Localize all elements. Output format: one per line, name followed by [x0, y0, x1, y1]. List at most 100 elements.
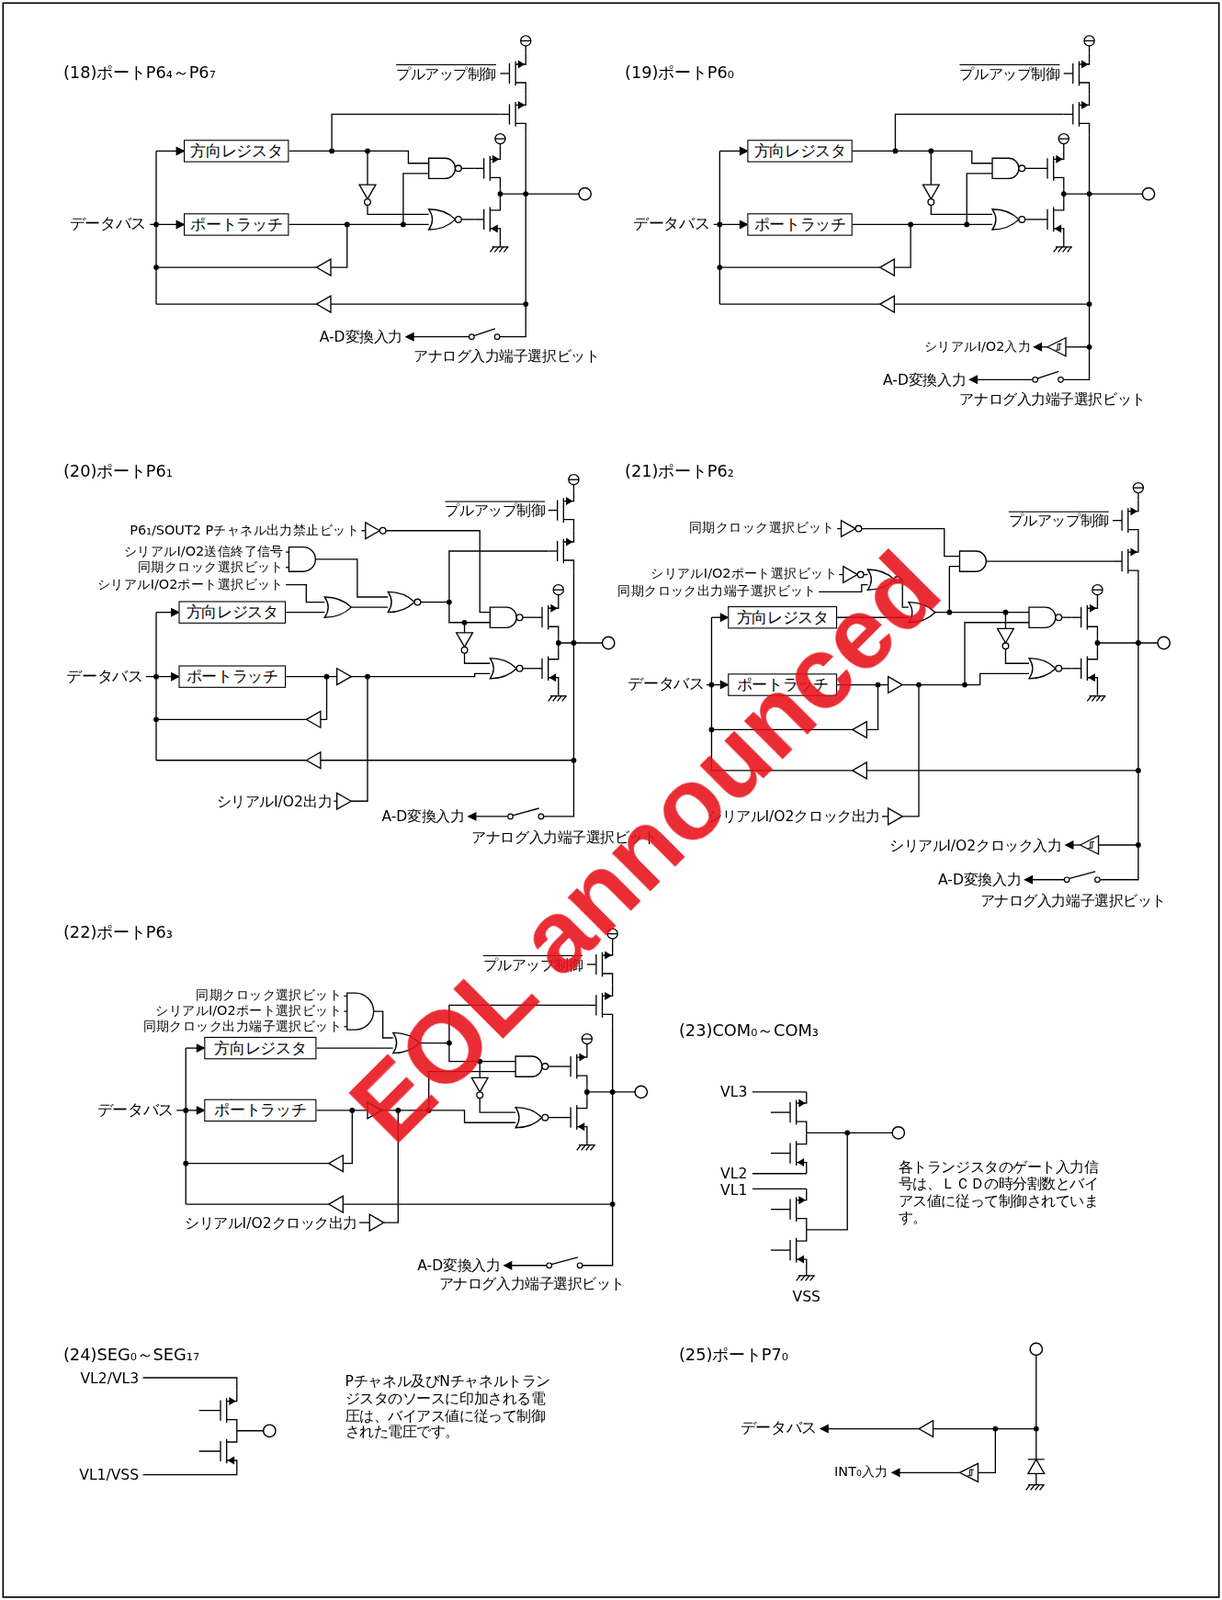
pin-terminal: [1142, 187, 1155, 200]
arrowhead: [171, 673, 180, 681]
wire: [288, 150, 429, 163]
junction-dot: [153, 264, 159, 271]
mos-arrow: [518, 101, 524, 109]
wire: [237, 1430, 264, 1432]
signal-label: シリアルI/O2出力: [216, 792, 332, 810]
wire: [1072, 103, 1074, 125]
junction-dot: [153, 222, 159, 228]
wire: [320, 677, 328, 721]
schmitt-trigger: [1080, 836, 1099, 855]
wire: [1099, 581, 1139, 880]
wire: [483, 209, 485, 230]
voltage-label: VL2: [720, 1165, 747, 1183]
wire: [461, 218, 475, 220]
wire: [330, 224, 348, 268]
wire: [406, 336, 469, 338]
wire: [1038, 218, 1048, 220]
junction-dot: [709, 682, 715, 689]
wire: [1084, 40, 1095, 42]
buffer: [922, 184, 940, 200]
wire: [464, 653, 491, 664]
mos-arrow: [493, 156, 499, 163]
mos-arrow: [551, 605, 557, 612]
wire: [561, 1065, 571, 1067]
wire: [1053, 177, 1064, 189]
wire: [420, 601, 450, 603]
wire: [475, 168, 485, 170]
wire: [1088, 45, 1090, 54]
logic-gate: [515, 1108, 543, 1129]
register-box: 方向レジスタ: [746, 139, 852, 162]
wire: [752, 1173, 807, 1175]
wire: [1053, 199, 1064, 211]
junction-dot: [153, 716, 159, 723]
logic-gate: [489, 658, 517, 679]
mos-arrow: [578, 1123, 585, 1131]
box-label: 方向レジスタ: [190, 142, 283, 159]
logic-gate: [1029, 658, 1056, 679]
bus-label: データバス: [633, 215, 710, 234]
wire: [489, 247, 494, 253]
buffer: [369, 1214, 385, 1232]
buffer: [305, 711, 321, 728]
inverter-bubble: [855, 525, 862, 532]
wire: [581, 1038, 592, 1040]
buffer: [359, 184, 376, 200]
signal-label: アナログ入力端子選択ビット: [980, 892, 1166, 909]
logic-gate: [347, 993, 374, 1030]
wire: [557, 696, 562, 702]
register-box: ポートラッチ: [178, 665, 286, 688]
wire: [219, 1441, 221, 1462]
wire: [1120, 551, 1122, 572]
inverter-bubble: [542, 1063, 549, 1071]
wire: [359, 1222, 370, 1223]
diode: [1028, 1459, 1045, 1475]
wire: [525, 45, 527, 54]
logic-gate: [992, 158, 1019, 179]
arrowhead: [196, 1044, 204, 1053]
wire: [805, 1270, 807, 1277]
logic-gate: [429, 158, 456, 179]
wire: [449, 602, 490, 623]
wire: [1080, 658, 1082, 679]
switch-contact: [508, 814, 514, 820]
wire: [548, 626, 559, 638]
wire: [573, 485, 575, 491]
wire: [494, 247, 498, 253]
signal-label: アナログ入力端子選択ビット: [959, 391, 1145, 408]
mos-arrow: [550, 674, 556, 681]
wire: [489, 199, 500, 211]
inverter-bubble: [379, 527, 386, 534]
signal-label: プルアップ制御: [1008, 512, 1109, 530]
register-box: ポートラッチ: [183, 213, 289, 236]
wire: [522, 617, 533, 619]
wire: [966, 173, 993, 226]
register-box: 方向レジスタ: [178, 600, 286, 623]
wire: [548, 696, 553, 702]
buffer: [328, 1155, 344, 1173]
wire: [970, 379, 1033, 381]
arrowhead: [1034, 343, 1042, 351]
inverter-bubble: [364, 199, 372, 206]
wire: [796, 1121, 807, 1133]
wire: [199, 1410, 212, 1412]
box-label: ポートラッチ: [186, 667, 279, 685]
pin-terminal: [602, 636, 615, 649]
wire: [1112, 520, 1122, 521]
wire: [601, 993, 603, 1019]
wire: [719, 303, 880, 305]
switch-contact: [538, 814, 544, 820]
wire: [219, 1400, 221, 1421]
signal-label: シリアルI/O2送信終了信号: [124, 544, 284, 561]
wire: [780, 1153, 791, 1155]
wire: [385, 531, 490, 613]
wire: [752, 1091, 807, 1093]
arrowhead: [820, 1425, 828, 1434]
junction-dot: [716, 264, 723, 271]
pin-terminal: [1029, 1343, 1042, 1356]
mos-arrow: [228, 1458, 235, 1465]
signal-label: P6₁/SOUT2 Pチャネル出力禁止ビット: [129, 522, 360, 539]
wire: [499, 239, 501, 248]
inverter-bubble: [1055, 665, 1063, 672]
